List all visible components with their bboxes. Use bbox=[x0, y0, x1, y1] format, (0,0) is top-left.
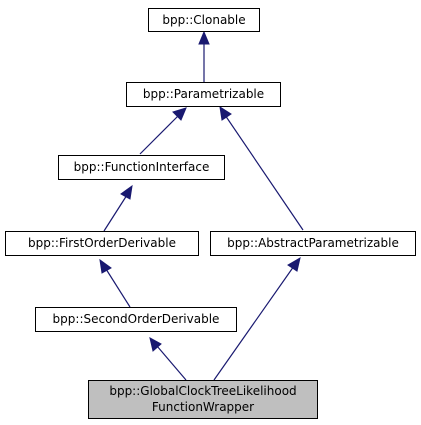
edge-wrapper-to-abstractparametrizable bbox=[213, 265, 295, 381]
node-clonable-box bbox=[148, 8, 260, 32]
arrowhead-abstractparametrizable bbox=[287, 256, 301, 272]
edge-wrapper-to-secondorderderivable bbox=[156, 345, 187, 381]
node-second-order-derivable-label: bpp::SecondOrderDerivable bbox=[53, 312, 220, 326]
arrowhead-firstorderderivable bbox=[99, 258, 112, 274]
node-abstract-parametrizable[interactable]: bpp::AbstractParametrizable bbox=[210, 231, 416, 256]
node-function-interface-box bbox=[58, 155, 225, 180]
edges bbox=[99, 30, 304, 381]
node-second-order-derivable[interactable]: bpp::SecondOrderDerivable bbox=[35, 307, 237, 332]
node-global-clock-wrapper-box bbox=[88, 380, 318, 419]
edge-secondorderderivable-to-firstorderderivable bbox=[105, 268, 131, 308]
edge-functioninterface-to-parametrizable bbox=[139, 114, 180, 155]
node-first-order-derivable-box bbox=[5, 231, 199, 256]
edge-firstorderderivable-to-functioninterface bbox=[103, 194, 128, 232]
node-function-interface[interactable]: bpp::FunctionInterface bbox=[58, 155, 225, 180]
node-clonable[interactable]: bpp::Clonable bbox=[148, 8, 260, 32]
arrowhead-secondorderderivable bbox=[149, 337, 162, 352]
edge-abstractparametrizable-to-parametrizable bbox=[224, 114, 304, 231]
node-first-order-derivable-label: bpp::FirstOrderDerivable bbox=[28, 236, 176, 250]
arrowhead-clonable bbox=[198, 30, 210, 45]
node-parametrizable-box bbox=[126, 82, 281, 107]
node-parametrizable[interactable]: bpp::Parametrizable bbox=[126, 82, 281, 107]
node-abstract-parametrizable-box bbox=[210, 231, 416, 256]
arrowhead-functioninterface bbox=[120, 184, 133, 200]
node-abstract-parametrizable-label: bpp::AbstractParametrizable bbox=[227, 236, 399, 250]
node-global-clock-wrapper-label-line1: bpp::GlobalClockTreeLikelihood bbox=[109, 384, 296, 398]
node-clonable-label: bpp::Clonable bbox=[162, 13, 245, 27]
node-second-order-derivable-box bbox=[35, 307, 237, 332]
arrowhead-parametrizable-left bbox=[172, 107, 187, 121]
node-global-clock-wrapper[interactable]: bpp::GlobalClockTreeLikelihood FunctionW… bbox=[88, 380, 318, 419]
arrowhead-parametrizable-right bbox=[219, 105, 232, 121]
node-function-interface-label: bpp::FunctionInterface bbox=[74, 160, 210, 174]
node-parametrizable-label: bpp::Parametrizable bbox=[143, 87, 264, 101]
node-global-clock-wrapper-label-line2: FunctionWrapper bbox=[152, 400, 254, 414]
node-first-order-derivable[interactable]: bpp::FirstOrderDerivable bbox=[5, 231, 199, 256]
